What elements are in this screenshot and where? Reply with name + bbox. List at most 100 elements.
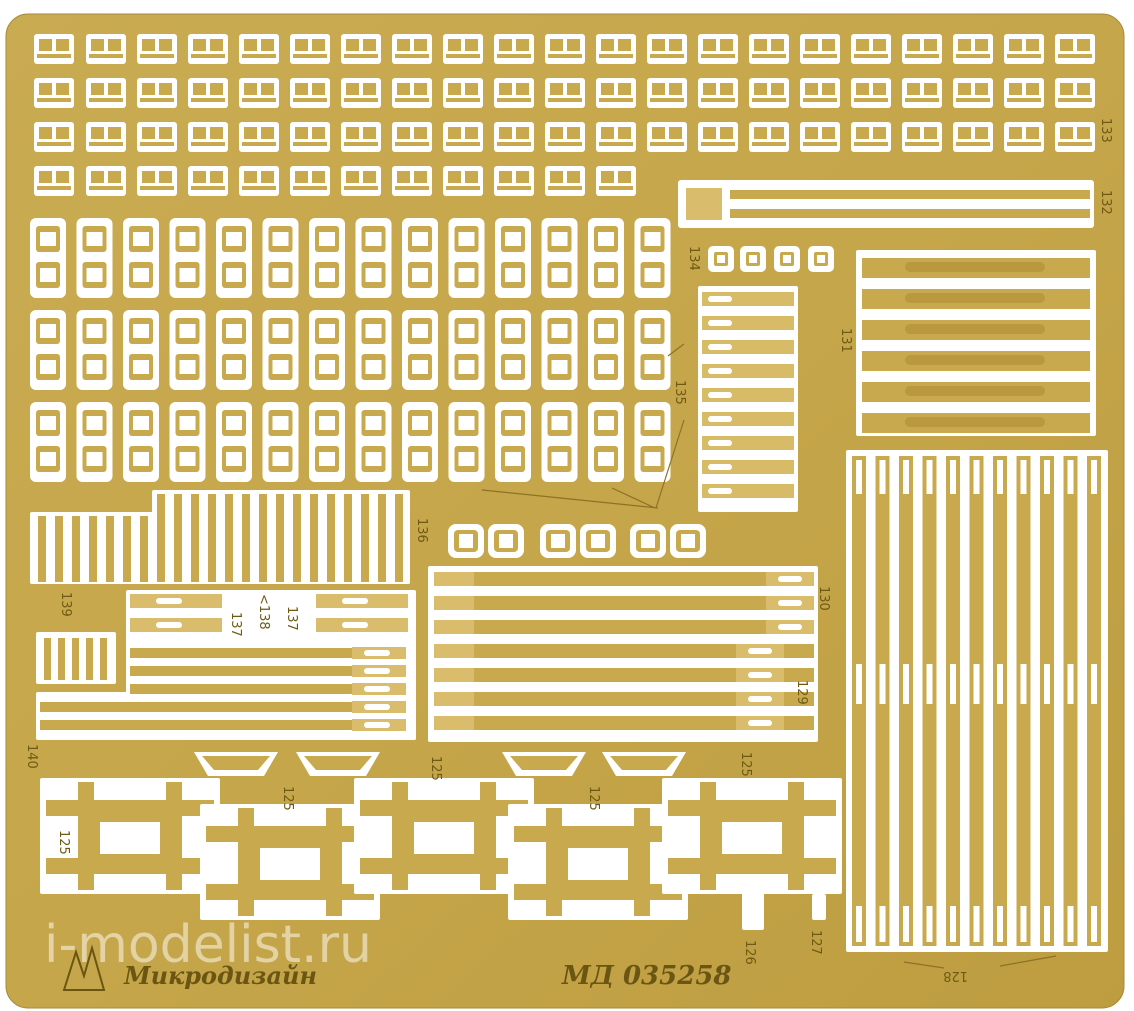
large-link-window	[179, 268, 196, 282]
label-131: 131	[838, 328, 853, 353]
cross-arm	[788, 782, 804, 890]
small-link-bridge	[905, 54, 939, 58]
small-link-body	[958, 83, 971, 95]
part-135-slot	[708, 416, 732, 422]
part-labels: 133 132 134 131 135 136 137 <138 137 139…	[24, 118, 1113, 983]
large-link-window	[644, 452, 661, 466]
product-code: МД 035258	[561, 961, 732, 991]
strip-parts	[36, 450, 1108, 952]
small-link-bridge	[344, 54, 378, 58]
small-link-bridge	[242, 98, 276, 102]
label-125-a: 125	[56, 830, 71, 855]
part-128-slot	[1091, 460, 1097, 494]
small-link-body	[108, 83, 121, 95]
label-129: 129	[794, 680, 809, 705]
part-135-slot	[708, 320, 732, 326]
small-link-body	[567, 39, 580, 51]
small-link-body	[414, 39, 427, 51]
part-140-bar	[130, 684, 406, 694]
large-link-window	[412, 268, 428, 282]
small-link-bridge	[1058, 142, 1092, 146]
part-128-slot	[856, 460, 862, 494]
small-link-body	[924, 83, 937, 95]
part-140-slot	[364, 686, 390, 692]
small-link-bridge	[548, 54, 582, 58]
small-link-bridge	[752, 98, 786, 102]
label-125-e: 125	[738, 752, 753, 777]
label-139: 139	[58, 592, 73, 617]
large-link-window	[598, 452, 614, 466]
small-link-body	[295, 127, 308, 139]
small-link-bridge	[701, 98, 735, 102]
small-link-bridge	[446, 186, 480, 190]
small-link-body	[397, 39, 410, 51]
small-link-body	[346, 127, 359, 139]
small-link-bridge	[599, 54, 633, 58]
small-link-body	[567, 171, 580, 183]
large-link-window	[179, 416, 196, 430]
label-126: 126	[742, 940, 757, 965]
small-link-body	[669, 39, 682, 51]
part-128-slot	[856, 664, 862, 704]
handle-part	[510, 756, 578, 770]
small-link-bridge	[344, 186, 378, 190]
small-link-body	[822, 127, 835, 139]
small-link-body	[295, 171, 308, 183]
small-link-body	[193, 83, 206, 95]
small-link-bridge	[599, 186, 633, 190]
small-link-body	[414, 127, 427, 139]
part-129-endtab	[434, 692, 474, 706]
part-129-endtab	[434, 716, 474, 730]
part-136-tooth	[140, 516, 148, 582]
small-link-bridge	[548, 98, 582, 102]
part-137-slot	[342, 598, 368, 604]
large-link-window	[458, 452, 475, 466]
label-137-left: 137	[228, 612, 243, 637]
large-link-window	[644, 324, 661, 338]
small-link-bridge	[293, 186, 327, 190]
cross-arm	[668, 858, 836, 874]
small-link-body	[1026, 83, 1039, 95]
part-131-slot	[905, 324, 1045, 334]
large-link-window	[458, 232, 475, 246]
large-link-window	[458, 324, 475, 338]
part-128-slot	[856, 906, 862, 942]
large-link-window	[365, 268, 382, 282]
large-link-window	[644, 232, 661, 246]
small-link-bridge	[650, 142, 684, 146]
cross-arm	[360, 800, 528, 816]
part-129-bar	[434, 692, 814, 706]
small-link-body	[1077, 83, 1090, 95]
large-link-window	[644, 360, 661, 374]
handle-part	[304, 756, 372, 770]
large-link-window	[272, 268, 289, 282]
part-128-slot	[997, 664, 1003, 704]
small-link-body	[295, 39, 308, 51]
small-link-body	[261, 83, 274, 95]
small-link-bridge	[497, 54, 531, 58]
small-link-body	[754, 127, 767, 139]
small-link-bridge	[650, 54, 684, 58]
part-135-slot	[708, 488, 732, 494]
large-link-window	[551, 360, 568, 374]
small-link-body	[1060, 39, 1073, 51]
part-137-slot	[342, 622, 368, 628]
small-link-body	[873, 127, 886, 139]
small-link-body	[363, 83, 376, 95]
part-131-slot	[905, 355, 1045, 365]
label-125-b: 125	[280, 786, 295, 811]
small-link-bridge	[395, 186, 429, 190]
small-link-body	[958, 39, 971, 51]
small-link-bridge	[905, 98, 939, 102]
small-link-body	[39, 127, 52, 139]
small-link-body	[91, 171, 104, 183]
cross-arm	[392, 782, 408, 890]
small-link-bridge	[1007, 54, 1041, 58]
small-link-body	[873, 83, 886, 95]
small-link-body	[1060, 83, 1073, 95]
large-link-window	[226, 268, 242, 282]
part-128-slot	[903, 906, 909, 942]
part-136-tooth	[327, 494, 335, 582]
small-link-body	[924, 127, 937, 139]
